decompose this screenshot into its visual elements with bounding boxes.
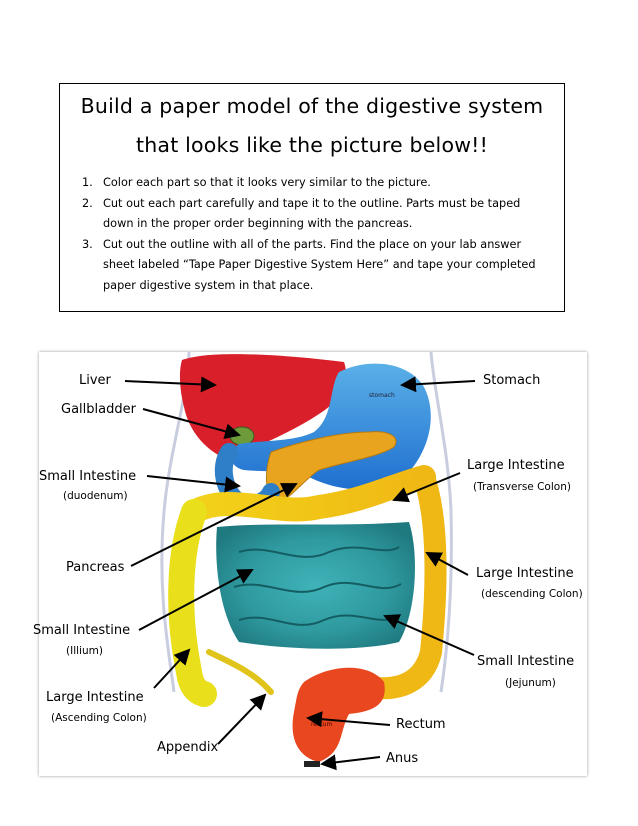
- step-number: 3.: [82, 237, 93, 251]
- duodenum-pointer: [146, 475, 241, 493]
- body-outline-right: [429, 352, 453, 693]
- label-illium-sub: (Illium): [66, 645, 103, 657]
- appendix-shape: [206, 649, 274, 695]
- anus-shape: [304, 761, 320, 767]
- label-liver: Liver: [79, 373, 111, 388]
- instruction-step: 1. Color each part so that it looks very…: [82, 173, 552, 194]
- descending-pointer: [425, 552, 469, 576]
- instructions-title-line1: Build a paper model of the digestive sys…: [80, 94, 544, 118]
- label-anus: Anus: [386, 751, 419, 766]
- label-pancreas: Pancreas: [66, 560, 125, 575]
- label-small-intestine-illium: Small Intestine: [33, 623, 131, 638]
- label-duodenum-sub: (duodenum): [63, 490, 128, 502]
- label-transverse-sub: (Transverse Colon): [473, 481, 571, 493]
- label-small-intestine-jejunum: Small Intestine: [477, 654, 575, 669]
- intestine-coil-line: [238, 614, 398, 626]
- label-ascending-sub: (Ascending Colon): [51, 712, 147, 724]
- step-text: Cut out the outline with all of the part…: [103, 237, 536, 292]
- label-stomach: Stomach: [483, 373, 541, 388]
- label-large-intestine-ascending: Large Intestine: [46, 690, 144, 705]
- label-rectum: Rectum: [396, 717, 446, 732]
- label-descending-sub: (descending Colon): [481, 588, 583, 600]
- liver-pointer: [124, 376, 217, 393]
- transverse-colon-shape: [182, 465, 436, 524]
- transverse-pointer: [392, 472, 461, 503]
- instructions-title-line2: that looks like the picture below!!: [136, 133, 488, 157]
- label-gallbladder: Gallbladder: [61, 402, 136, 417]
- liver-shape: [179, 354, 347, 460]
- descending-colon-shape: [358, 466, 447, 700]
- gallbladder-pointer: [142, 408, 241, 440]
- intestine-coil-line: [238, 546, 400, 558]
- jejunum-pointer: [383, 614, 475, 656]
- step-text: Color each part so that it looks very si…: [103, 176, 431, 189]
- rectum-pointer: [306, 711, 391, 728]
- instruction-steps: 1. Color each part so that it looks very…: [82, 173, 552, 297]
- illium-pointer: [138, 569, 254, 631]
- gallbladder-shape: [229, 426, 255, 446]
- stomach-inner-text: stomach: [369, 392, 395, 399]
- step-number: 1.: [82, 176, 93, 189]
- label-small-intestine-duodenum: Small Intestine: [39, 469, 137, 484]
- instruction-step: 3. Cut out the outline with all of the p…: [82, 235, 552, 297]
- step-number: 2.: [82, 196, 93, 210]
- step-text: Cut out each part carefully and tape it …: [103, 196, 521, 231]
- label-large-intestine-transverse: Large Intestine: [467, 458, 565, 473]
- label-jejunum-sub: (Jejunum): [505, 677, 556, 689]
- intestine-coil-line: [233, 581, 402, 593]
- label-appendix: Appendix: [157, 740, 219, 755]
- rectum-shape: [292, 667, 385, 762]
- label-large-intestine-descending: Large Intestine: [476, 566, 574, 581]
- digestive-system-diagram: stomach sphincter rectum: [33, 352, 587, 776]
- instruction-step: 2. Cut out each part carefully and tape …: [82, 194, 552, 235]
- stomach-pointer: [400, 376, 476, 393]
- appendix-pointer: [217, 693, 267, 745]
- anus-pointer: [320, 754, 381, 771]
- pancreas-pointer: [130, 483, 298, 567]
- instructions-box: Build a paper model of the digestive sys…: [59, 83, 565, 312]
- digestive-illustration: stomach sphincter rectum: [124, 352, 476, 771]
- ascending-pointer: [153, 648, 191, 689]
- rectum-inner-text: rectum: [311, 721, 332, 728]
